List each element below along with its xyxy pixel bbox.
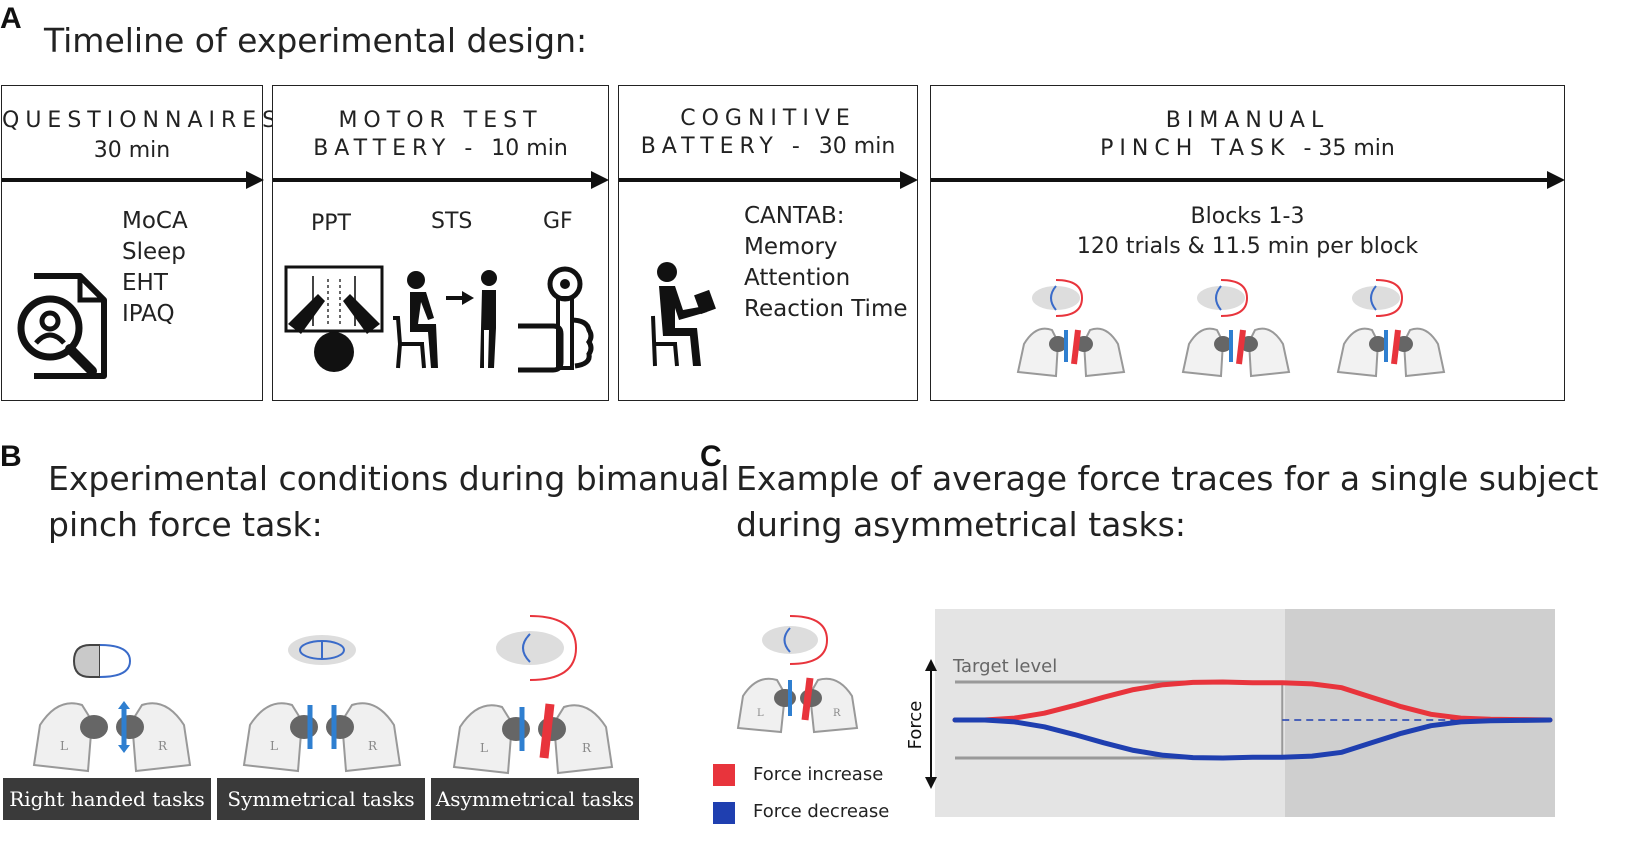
stage-duration-text: 30 min (93, 138, 171, 163)
stage-title-line2-text: BATTERY - (313, 136, 479, 161)
y-axis-arrow-up (925, 659, 937, 671)
stage-title-line2: PINCH TASK - 35 min (931, 134, 1564, 164)
target-level-annotation: Target level (952, 656, 1057, 677)
stage-title: COGNITIVE (619, 104, 917, 134)
stage-title-line1: QUESTIONNAIRES (2, 108, 283, 133)
asymmetrical-task-icon: L R (736, 615, 859, 734)
stage-motor-test: MOTOR TEST BATTERY - 10 min PPT STS GF (272, 85, 609, 401)
panel-b-title: Experimental conditions during bimanual … (48, 456, 729, 548)
list-item: Sleep (122, 239, 186, 265)
legend-label-increase: Force increase (753, 764, 884, 785)
series-line-force-increase (952, 679, 1553, 723)
test-label-gf: GF (543, 209, 573, 234)
condition-symmetrical: Symmetrical tasks (217, 778, 425, 820)
block-illustration (1336, 276, 1446, 391)
pegboard-icon (284, 265, 384, 372)
asymmetrical-illustration: L R (452, 615, 614, 775)
list-item: IPAQ (122, 301, 175, 327)
hand-label-l: L (757, 708, 764, 719)
chart-phase-1-bg (935, 609, 1285, 817)
timeline-arrowhead (900, 171, 918, 189)
force-trace-chart: Force Target level (905, 609, 1555, 817)
sit-to-stand-icon (393, 270, 497, 369)
condition-right-handed: Right handed tasks (3, 778, 211, 820)
panel-b-title-line1: Experimental conditions during bimanual (48, 459, 730, 498)
timeline-line (619, 178, 904, 182)
list-item: MoCA (122, 208, 188, 234)
stage-title-line1: BIMANUAL (1165, 108, 1330, 133)
panel-b-letter: B (0, 440, 22, 473)
panel-c-letter: C (700, 440, 722, 473)
legend-swatch-decrease (713, 802, 735, 824)
hand-label-r: R (833, 708, 841, 719)
list-item: EHT (122, 270, 168, 296)
test-label-ppt: PPT (311, 211, 351, 236)
timeline-arrowhead (1547, 171, 1565, 189)
hand-label-l: L (60, 739, 68, 753)
list-item: Reaction Time (744, 296, 908, 322)
stage-cognitive: COGNITIVE BATTERY - 30 min CANTAB: Memor… (618, 85, 918, 401)
panel-a-title: Timeline of experimental design: (44, 21, 588, 60)
questionnaire-list: MoCA Sleep EHT IPAQ (122, 206, 188, 330)
panel-c-title-line2: during asymmetrical tasks: (736, 505, 1186, 544)
document-search-icon (17, 273, 107, 379)
condition-asymmetrical: Asymmetrical tasks (431, 778, 639, 820)
panel-c-title: Example of average force traces for a si… (736, 456, 1598, 548)
stage-title-line2: BATTERY - 10 min (273, 134, 608, 164)
cantab-list: CANTAB: Memory Attention Reaction Time (744, 201, 908, 325)
test-label-sts: STS (431, 209, 473, 234)
panel-b-title-line2: pinch force task: (48, 505, 323, 544)
panel-c-title-line1: Example of average force traces for a si… (736, 459, 1599, 498)
list-item: CANTAB: (744, 203, 845, 229)
pinch-hands-icon (1016, 279, 1126, 378)
hand-label-r: R (368, 739, 378, 753)
list-item: Memory (744, 234, 838, 260)
timeline-arrowhead (591, 171, 609, 189)
stage-duration-text: - 35 min (1303, 136, 1395, 161)
stage-title: QUESTIONNAIRES (2, 106, 283, 136)
stage-duration-text: 10 min (491, 136, 568, 161)
timeline-line (2, 178, 250, 182)
hand-label-l: L (480, 741, 488, 755)
stage-title-line2-text: BATTERY - (640, 134, 806, 159)
hand-label-r: R (158, 739, 168, 753)
series-line-force-decrease (952, 717, 1553, 761)
stage-title: BIMANUAL (931, 106, 1564, 136)
stage-duration-text: 30 min (818, 134, 896, 159)
y-axis-label: Force (905, 701, 926, 750)
person-reading-icon (651, 262, 716, 367)
block-illustration (1016, 276, 1126, 391)
legend-label-decrease: Force decrease (753, 801, 890, 822)
y-axis-arrow-down (925, 777, 937, 789)
stage-bimanual: BIMANUAL PINCH TASK - 35 min Blocks 1-3 … (930, 85, 1565, 401)
blocks-line2: 120 trials & 11.5 min per block (1076, 234, 1419, 259)
legend-swatch-increase (713, 764, 735, 786)
pinch-hands-icon (1181, 279, 1291, 378)
stage-title: MOTOR TEST (273, 106, 608, 136)
pinch-hands-icon (1336, 279, 1446, 378)
grip-dynamometer-icon (518, 266, 594, 373)
stage-title-line1: COGNITIVE (680, 106, 856, 131)
timeline-line (273, 178, 595, 182)
hand-label-l: L (270, 739, 278, 753)
stage-title-line2: BATTERY - 30 min (619, 132, 917, 162)
symmetrical-illustration: L R (242, 635, 402, 773)
stage-questionnaires: QUESTIONNAIRES 30 min MoCA Sleep EHT IPA… (1, 85, 283, 401)
right-handed-illustration: L R (32, 644, 192, 773)
timeline-arrowhead (246, 171, 264, 189)
timeline-line (931, 178, 1551, 182)
stage-title-line1: MOTOR TEST (338, 108, 543, 133)
hand-label-r: R (582, 741, 592, 755)
block-illustration (1181, 276, 1291, 391)
list-item: Attention (744, 265, 851, 291)
stage-duration: 30 min (2, 136, 262, 166)
stage-title-line2-text: PINCH TASK (1100, 136, 1291, 161)
panel-a-letter: A (0, 2, 22, 35)
blocks-line1: Blocks 1-3 (1190, 204, 1305, 229)
